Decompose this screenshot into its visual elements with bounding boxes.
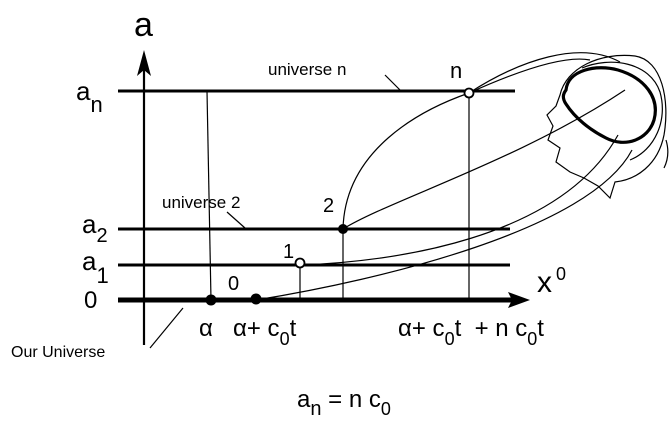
marker-alpha-full-s2: 0 bbox=[527, 329, 537, 349]
worldline-to-n bbox=[342, 92, 470, 230]
vertical-axis-label: a bbox=[134, 6, 153, 44]
vertical-axis-arrowhead bbox=[137, 50, 151, 76]
universe-n-label: universe n bbox=[268, 60, 346, 79]
marker-alpha-c0t-sub: 0 bbox=[280, 329, 290, 349]
observer-edge-mark bbox=[663, 139, 669, 169]
point-label-0: 0 bbox=[228, 273, 239, 295]
worldline-to-2 bbox=[342, 89, 626, 230]
level-label-zero: 0 bbox=[84, 287, 97, 314]
point-label-1: 1 bbox=[283, 241, 294, 263]
marker-alpha-c0t: α+ c0t bbox=[233, 315, 297, 349]
level-label-an-main: a bbox=[76, 76, 91, 106]
point-1-marker bbox=[294, 257, 306, 269]
formula-sub-n: n bbox=[310, 398, 321, 420]
point-label-2: 2 bbox=[323, 195, 334, 217]
formula-rest: = n c bbox=[321, 386, 380, 413]
horizontal-axis-label-main: x bbox=[537, 266, 552, 299]
worldline-n-lower bbox=[468, 52, 621, 94]
level-label-an: an bbox=[76, 76, 103, 117]
observer-head-inner-contour bbox=[581, 61, 663, 161]
our-universe-pointer bbox=[149, 307, 184, 349]
horizontal-axis-arrowhead bbox=[508, 292, 530, 308]
marker-alpha-full-p3: t bbox=[537, 315, 544, 342]
point-label-n: n bbox=[450, 58, 462, 83]
horizontal-axis-label-sup: 0 bbox=[556, 264, 566, 284]
point-n-marker bbox=[463, 87, 475, 99]
level-label-a2: a2 bbox=[82, 209, 108, 247]
level-label-a1-main: a bbox=[82, 246, 97, 276]
level-label-a2-sub: 2 bbox=[96, 225, 107, 247]
formula-sub-0: 0 bbox=[381, 399, 391, 419]
marker-alpha-full-s1: 0 bbox=[445, 329, 455, 349]
universe-2-label: universe 2 bbox=[162, 193, 240, 212]
worldline-to-0 bbox=[255, 149, 633, 301]
level-label-a1-sub: 1 bbox=[96, 263, 108, 288]
level-label-an-sub: n bbox=[90, 92, 102, 117]
marker-alpha-c0t-pre: α+ c bbox=[233, 315, 280, 342]
point-0-marker bbox=[250, 293, 262, 305]
worldline-n-to-head bbox=[468, 58, 591, 94]
marker-alpha-c0t-post: t bbox=[290, 315, 297, 342]
formula: an = n c0 bbox=[297, 386, 391, 420]
level-label-a1: a1 bbox=[82, 246, 109, 288]
worldline-to-1 bbox=[299, 134, 619, 266]
observer-head-outline bbox=[546, 54, 667, 200]
alpha-drop-line bbox=[206, 90, 212, 301]
universe-2-pointer bbox=[226, 211, 246, 229]
alpha-marker bbox=[205, 294, 217, 306]
marker-alpha-full-p1: α+ c bbox=[398, 315, 445, 342]
point-2-marker bbox=[338, 224, 348, 234]
marker-alpha-full: α+ c0t + n c0t bbox=[398, 315, 544, 349]
level-label-a2-main: a bbox=[82, 209, 97, 239]
formula-a: a bbox=[297, 386, 311, 413]
marker-alpha: α bbox=[199, 315, 213, 342]
universe-n-pointer bbox=[384, 74, 401, 91]
our-universe-label: Our Universe bbox=[11, 344, 105, 361]
observer-brain-loop bbox=[561, 66, 657, 144]
marker-alpha-full-p2: t + n c bbox=[455, 315, 528, 342]
